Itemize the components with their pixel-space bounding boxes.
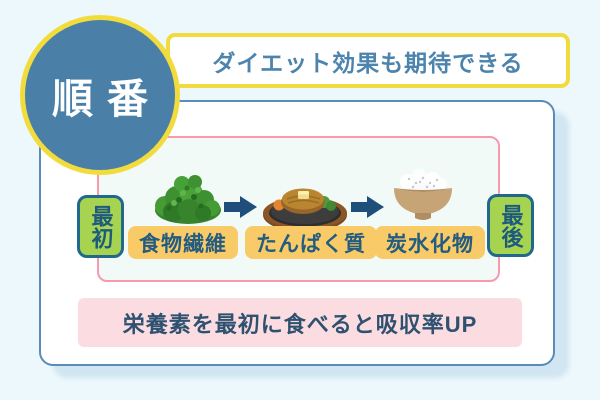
- rice-bowl-icon: [389, 169, 457, 224]
- step-label-protein: たんぱく質: [245, 226, 377, 259]
- title-circle: 順番: [20, 15, 180, 175]
- step-label-carbs: 炭水化物: [375, 226, 485, 259]
- first-badge: 最初: [77, 195, 124, 258]
- title-circle-label: 順番: [52, 76, 162, 122]
- bottom-note-text: 栄養素を最初に食べると吸収率UP: [122, 311, 478, 337]
- bottom-note: 栄養素を最初に食べると吸収率UP: [78, 298, 522, 347]
- leafy-vegetable-icon: [149, 170, 227, 226]
- step-label-fiber: 食物繊維: [128, 226, 238, 259]
- banner-text: ダイエット効果も期待できる: [212, 49, 524, 76]
- last-badge-label: 最後: [498, 203, 524, 248]
- steak-plate-icon: [261, 169, 350, 233]
- first-badge-label: 最初: [88, 204, 114, 249]
- right-arrow-icon: [351, 196, 384, 218]
- last-badge: 最後: [487, 194, 534, 257]
- step-label-text: たんぱく質: [256, 232, 366, 256]
- right-arrow-icon: [224, 196, 257, 218]
- banner-box: ダイエット効果も期待できる: [166, 33, 570, 88]
- step-label-text: 食物繊維: [139, 232, 227, 256]
- step-label-text: 炭水化物: [386, 232, 474, 256]
